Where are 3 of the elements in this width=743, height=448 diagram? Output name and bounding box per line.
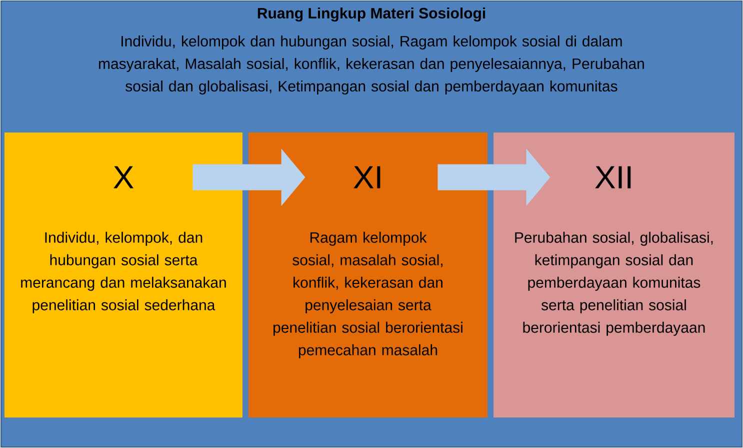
grade-panel: XI Ragam kelompok sosial, masalah sosial, konflik, kekerasan dan penyelesaian serta penelitian sosial berorientasi pemecahan masalah <box>248 132 488 418</box>
grade-panel: XII Perubahan sosial, globalisasi, ketimpangan sosial dan pemberdayaan komunitas serta penelitian sosial berorientasi pemberdayaan <box>494 132 734 418</box>
grade-panel: X Individu, kelompok, dan hubungan sosial serta merancang dan melaksanakan penelitian sosial sederhana <box>4 132 242 418</box>
